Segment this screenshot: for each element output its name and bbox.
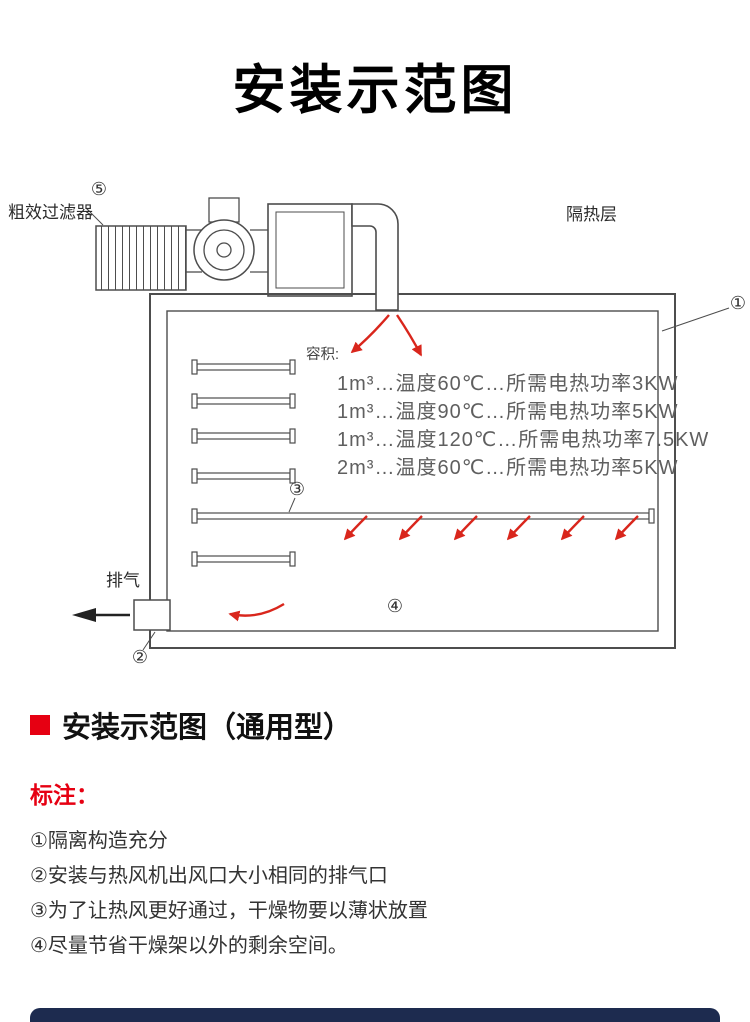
- drying-trays: [191, 359, 655, 567]
- footer-bar: [30, 1008, 720, 1022]
- hot-air-blower: [186, 197, 353, 297]
- airflow-arrow: [396, 314, 423, 357]
- airflow-arrow: [453, 515, 478, 541]
- spec-line: 1m³…温度90℃…所需电热功率5KW: [337, 400, 679, 423]
- note-item: ④尽量节省干燥架以外的剩余空间。: [30, 935, 348, 957]
- note-item: ②安装与热风机出风口大小相同的排气口: [30, 865, 388, 887]
- spec-line: 1m³…温度60℃…所需电热功率3KW: [337, 372, 679, 395]
- insulation-label: 隔热层: [566, 205, 617, 224]
- page-title: 安装示范图: [232, 61, 518, 120]
- blower-housing: [267, 203, 353, 297]
- note-item: ①隔离构造充分: [30, 830, 168, 852]
- filter-label: 粗效过滤器: [8, 203, 93, 222]
- tray: [196, 555, 291, 563]
- callout-5: ⑤: [91, 179, 107, 199]
- fan-wheel-mid: [203, 229, 245, 271]
- airflow-arrows: [228, 314, 639, 622]
- fan-hub: [216, 242, 232, 258]
- airflow-arrow: [228, 602, 285, 622]
- fan-wheel-outer: [193, 219, 255, 281]
- airflow-arrow: [506, 515, 531, 541]
- airflow-arrow: [614, 515, 639, 541]
- coarse-filter: [89, 211, 187, 291]
- airflow-arrow: [350, 314, 390, 354]
- description-section: 安装示范图（通用型） 标注： ①隔离构造充分 ②安装与热风机出风口大小相同的排气…: [30, 704, 720, 964]
- section-heading: 安装示范图（通用型）: [62, 712, 353, 744]
- airflow-arrow: [398, 515, 423, 541]
- callout-4: ④: [387, 596, 403, 616]
- callout-lines: [142, 307, 730, 651]
- tray: [196, 363, 291, 371]
- blower-housing-inner: [275, 211, 345, 289]
- volume-label: 容积:: [306, 346, 339, 363]
- tray: [196, 397, 291, 405]
- motor-mount: [208, 197, 240, 223]
- exhaust-arrow-head: [72, 608, 96, 622]
- exhaust-outlet: [72, 599, 171, 631]
- callout-2: ②: [132, 647, 148, 667]
- installation-diagram: 粗效过滤器 隔热层 排气 容积: 1m³…温度60℃…所需电热功率3KW 1m³…: [0, 168, 750, 683]
- airflow-arrow: [343, 515, 368, 541]
- air-duct: [351, 203, 399, 311]
- drying-chamber: [149, 293, 676, 649]
- section-heading-row: 安装示范图（通用型）: [30, 704, 720, 746]
- tray: [196, 432, 291, 440]
- tray: [196, 472, 291, 480]
- exhaust-label: 排气: [106, 571, 140, 590]
- airflow-arrow: [560, 515, 585, 541]
- notes-label: 标注：: [30, 782, 99, 808]
- callout-1: ①: [730, 293, 746, 313]
- spec-line: 2m³…温度60℃…所需电热功率5KW: [337, 456, 679, 479]
- notes-list: ①隔离构造充分 ②安装与热风机出风口大小相同的排气口 ③为了让热风更好通过，干燥…: [30, 824, 720, 964]
- callout-3: ③: [289, 479, 305, 499]
- heading-bullet: [30, 715, 50, 735]
- spec-line: 1m³…温度120℃…所需电热功率7.5KW: [337, 428, 709, 451]
- diagram-canvas: 粗效过滤器 隔热层 排气 容积: 1m³…温度60℃…所需电热功率3KW 1m³…: [8, 179, 746, 667]
- note-item: ③为了让热风更好通过，干燥物要以薄状放置: [30, 900, 428, 922]
